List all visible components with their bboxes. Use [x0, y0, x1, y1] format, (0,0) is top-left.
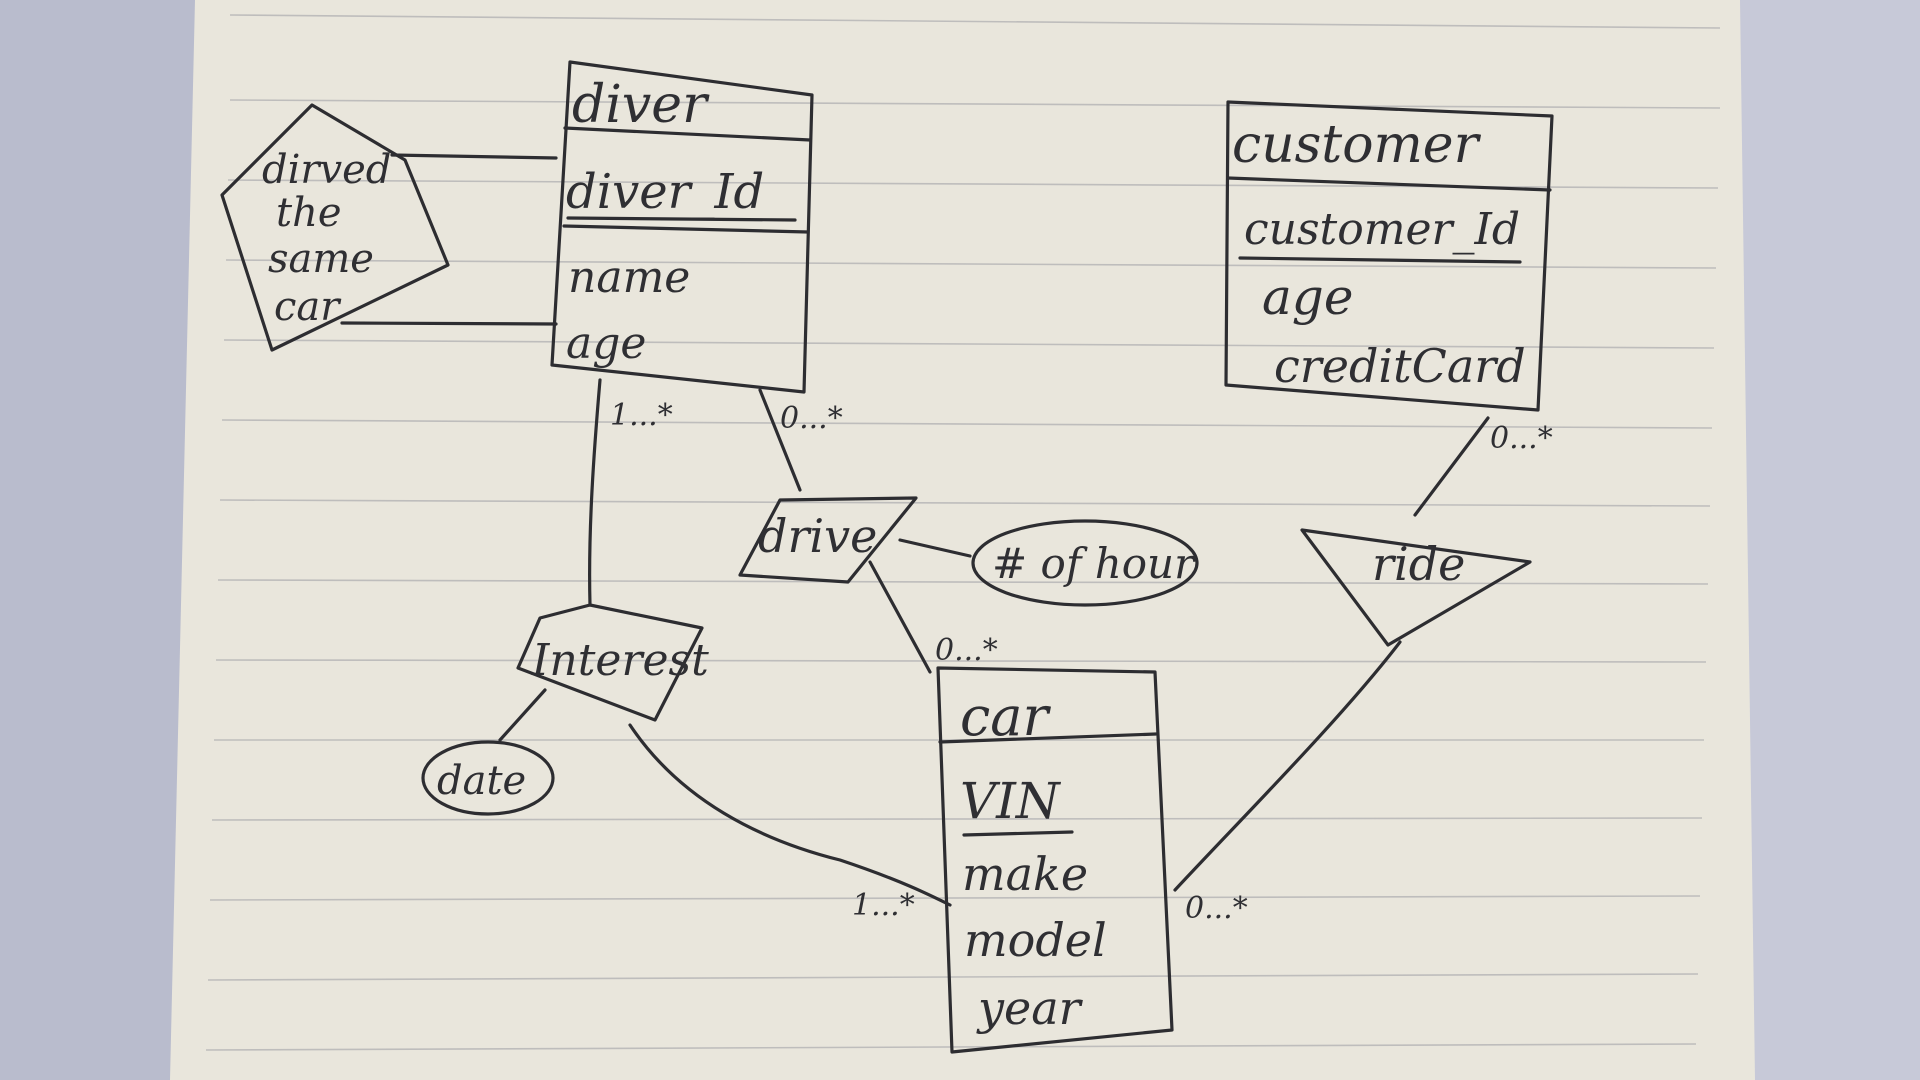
car-key: VIN	[960, 772, 1062, 830]
same-car-line-3: same	[268, 236, 374, 282]
interest-date-link	[498, 688, 547, 742]
car-attr-year: year	[976, 981, 1084, 1035]
same-car-relationship: dirved the same car	[220, 103, 558, 352]
driver-key-divider	[562, 224, 810, 234]
driver-drive-link	[758, 388, 802, 492]
ride-relationship: ride	[1173, 416, 1532, 892]
mult-ride-car: 0...*	[1185, 891, 1248, 926]
car-attr-make: make	[962, 847, 1088, 901]
customer-attr-creditcard: creditCard	[1274, 339, 1526, 393]
customer-ride-link	[1413, 416, 1490, 517]
same-car-line-4: car	[274, 284, 342, 330]
driver-key: diver_Id	[566, 164, 764, 220]
same-car-line-1: dirved	[262, 147, 391, 193]
drive-car-link	[868, 560, 932, 674]
mult-driver-drive: 0...*	[780, 401, 843, 436]
same-car-line-2: the	[276, 190, 342, 236]
driver-entity: diver diver_Id name age	[550, 60, 814, 394]
mult-drive-car: 0...*	[935, 633, 998, 668]
driver-attr-name: name	[568, 252, 690, 303]
interest-relationship: Interest	[498, 378, 952, 907]
drive-relationship: drive	[738, 388, 972, 674]
customer-key: customer_Id	[1244, 204, 1520, 255]
same-car-link-bottom	[340, 321, 558, 326]
driver-entity-box	[550, 60, 814, 394]
customer-attr-age: age	[1262, 268, 1353, 326]
interest-shape	[516, 603, 704, 722]
mult-driver-interest: 1...*	[610, 398, 673, 433]
car-entity: car VIN make model year	[936, 666, 1174, 1054]
customer-entity: customer customer_Id age creditCard	[1224, 100, 1554, 412]
mult-customer-ride: 0...*	[1490, 421, 1553, 456]
same-car-link-top	[390, 153, 558, 160]
ride-car-link	[1173, 640, 1402, 892]
mult-interest-car: 1...*	[852, 888, 915, 923]
ride-label: ride	[1372, 537, 1465, 591]
ride-shape	[1300, 528, 1532, 647]
car-title-divider	[938, 732, 1158, 744]
driver-title-divider	[563, 126, 812, 142]
driver-key-underline	[566, 216, 797, 222]
date-label: date	[437, 758, 526, 804]
hours-attribute: # of hour	[971, 519, 1199, 607]
driver-attr-age: age	[566, 318, 646, 369]
paper-right-shadow	[1740, 0, 1920, 1080]
drive-hours-link	[898, 538, 972, 558]
car-title: car	[960, 685, 1051, 748]
customer-key-underline	[1238, 256, 1522, 264]
drive-parallelogram	[738, 496, 918, 584]
car-entity-box	[936, 666, 1174, 1054]
interest-car-link	[628, 723, 952, 907]
interest-label: Interest	[531, 635, 709, 686]
drive-label: drive	[758, 509, 877, 563]
customer-entity-box	[1224, 100, 1554, 412]
same-car-pentagon	[220, 103, 450, 352]
driver-title: diver	[572, 75, 710, 135]
date-ellipse	[421, 740, 555, 816]
multiplicity-labels: 1...* 0...* 0...* 1...* 0...* 0...*	[610, 398, 1553, 926]
hours-label: # of hour	[992, 539, 1197, 588]
car-attr-model: model	[964, 913, 1107, 967]
hours-ellipse	[971, 519, 1199, 607]
date-attribute: date	[421, 740, 555, 816]
driver-interest-link	[588, 378, 602, 607]
paper-sheet	[170, 0, 1768, 1080]
customer-title: customer	[1232, 115, 1482, 175]
car-key-underline	[962, 830, 1074, 837]
customer-title-divider	[1226, 176, 1552, 192]
